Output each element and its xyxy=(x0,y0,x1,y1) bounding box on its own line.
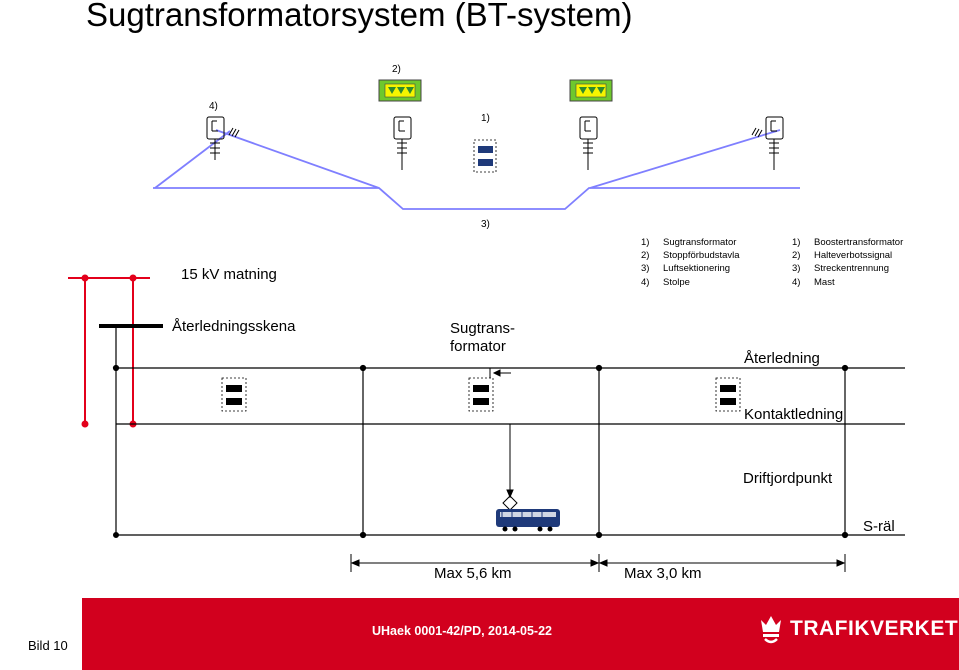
feed-label: 15 kV matning xyxy=(181,266,277,283)
return-line-label: Återledning xyxy=(744,350,820,367)
distance-label-1: Max 5,6 km xyxy=(434,565,512,582)
sug-transformer-symbol xyxy=(473,139,497,173)
legend-swedish: 1)Sugtransformator 2)Stoppförbudstavla 3… xyxy=(641,237,740,288)
sug-transformer xyxy=(715,377,741,412)
track-line xyxy=(153,187,800,210)
label-4: 4) xyxy=(209,101,218,112)
mast-symbols xyxy=(206,116,784,170)
label-2: 2) xyxy=(392,64,401,75)
mast-icon xyxy=(751,116,784,170)
diagram-canvas xyxy=(68,79,905,572)
brand-name: TRAFIKVERKET xyxy=(790,617,959,640)
track-layout xyxy=(153,129,800,210)
legend-german: 1)Boostertransformator 2)Halteverbotssig… xyxy=(792,237,904,288)
sug-transformer-label-2: formator xyxy=(450,338,506,355)
distance-dimension xyxy=(350,554,846,572)
stop-sign xyxy=(569,79,613,102)
train-icon xyxy=(496,495,560,532)
sug-transformer-label-1: Sugtrans- xyxy=(450,320,516,337)
document-reference: UHaek 0001-42/PD, 2014-05-22 xyxy=(372,624,552,638)
distance-label-2: Max 3,0 km xyxy=(624,565,702,582)
mast-icon xyxy=(206,116,240,160)
sug-transformer xyxy=(468,368,494,412)
sug-transformer xyxy=(221,377,247,412)
feed-15kv xyxy=(68,274,150,428)
page-title: Sugtransformatorsystem (BT-system) xyxy=(86,0,633,33)
return-busbar xyxy=(99,324,163,538)
page-number-box: Bild 10 xyxy=(0,598,82,670)
earth-point-label: Driftjordpunkt xyxy=(743,470,833,487)
contact-line-label: Kontaktledning xyxy=(744,406,844,423)
trafikverket-logo: TRAFIKVERKET xyxy=(758,612,958,646)
catenary-diagonal xyxy=(215,129,380,189)
stop-sign xyxy=(378,79,422,102)
return-line xyxy=(112,364,905,539)
label-3: 3) xyxy=(481,219,490,230)
transformer-arrow xyxy=(492,369,511,377)
mast-icon xyxy=(579,116,598,170)
track-line-right xyxy=(589,129,781,189)
crown-icon xyxy=(761,616,781,644)
track-line-left xyxy=(154,130,231,189)
pantograph-arrow xyxy=(506,424,514,499)
return-busbar-label: Återledningsskena xyxy=(172,318,296,335)
s-rail-label: S-räl xyxy=(863,518,895,535)
label-1: 1) xyxy=(481,113,490,124)
mast-icon xyxy=(393,116,412,170)
footer-bar: UHaek 0001-42/PD, 2014-05-22 xyxy=(0,598,959,670)
page-number: Bild 10 xyxy=(28,638,68,653)
